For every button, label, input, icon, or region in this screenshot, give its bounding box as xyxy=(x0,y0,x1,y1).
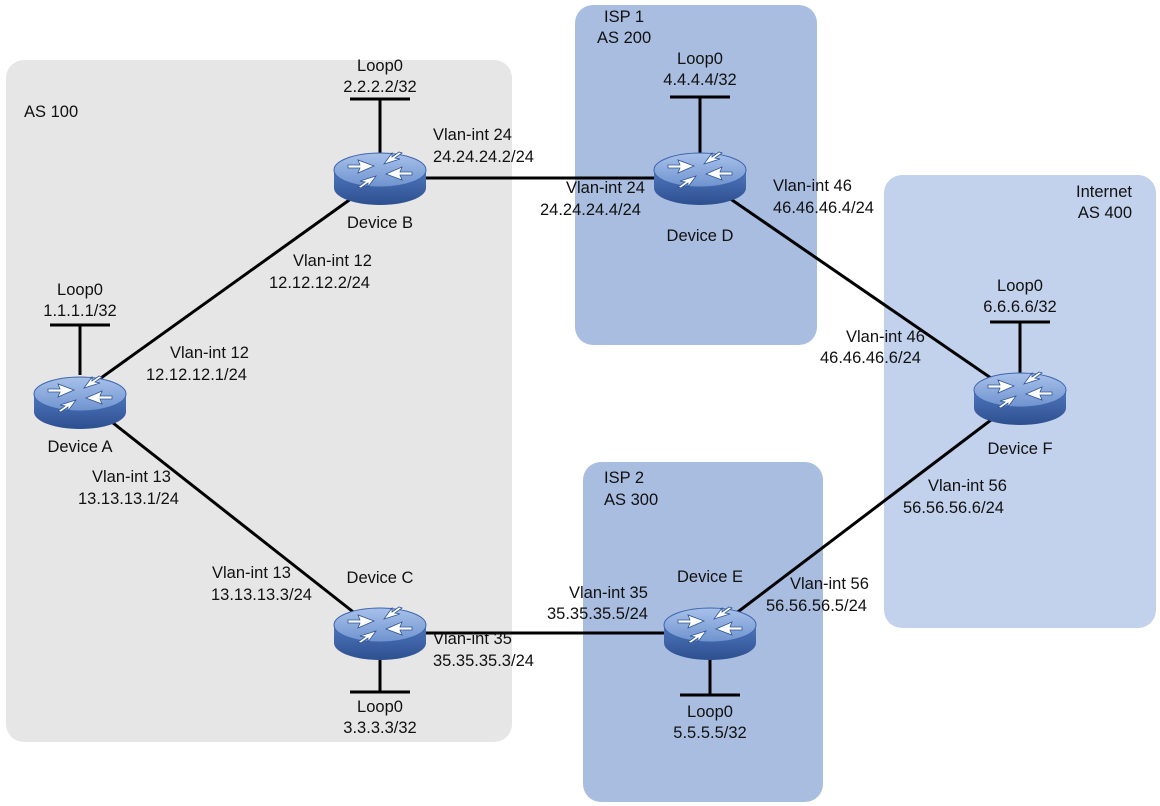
isp2-as-label: AS 300 xyxy=(604,491,659,509)
link-ce-c-ip: 35.35.35.3/24 xyxy=(433,652,534,670)
as100-label: AS 100 xyxy=(24,103,79,121)
link-ab-b-ip: 12.12.12.2/24 xyxy=(269,274,370,292)
link-bd-b-iface: Vlan-int 24 xyxy=(433,126,512,144)
link-ac-a-iface: Vlan-int 13 xyxy=(92,468,171,486)
link-df-f-ip: 46.46.46.6/24 xyxy=(820,349,921,367)
link-ef-f-iface: Vlan-int 56 xyxy=(928,477,1007,495)
link-ab-a-iface: Vlan-int 12 xyxy=(170,344,249,362)
device-b-loop-label: Loop0 xyxy=(357,57,403,75)
loopback-f xyxy=(990,320,1050,380)
link-ce-c-iface: Vlan-int 35 xyxy=(433,630,512,648)
device-c-loop-ip: 3.3.3.3/32 xyxy=(343,719,417,737)
device-e-loop-label: Loop0 xyxy=(687,703,733,721)
device-e-name: Device E xyxy=(676,568,744,586)
link-ef-e-ip: 56.56.56.5/24 xyxy=(766,597,867,615)
device-f-loop-label: Loop0 xyxy=(997,277,1043,295)
device-c-loop-label: Loop0 xyxy=(357,698,403,716)
link-ef-f-ip: 56.56.56.6/24 xyxy=(903,499,1004,517)
device-a-name: Device A xyxy=(47,438,113,456)
link-ab-b-iface: Vlan-int 12 xyxy=(293,252,372,270)
device-e-loop-ip: 5.5.5.5/32 xyxy=(673,724,747,742)
device-a-router-icon xyxy=(33,375,127,430)
device-b-loop-ip: 2.2.2.2/32 xyxy=(343,78,417,96)
device-e-router-icon xyxy=(663,606,757,661)
device-d-loop-label: Loop0 xyxy=(677,50,723,68)
device-f-router-icon xyxy=(973,371,1067,426)
internet-as-label: AS 400 xyxy=(1077,204,1132,222)
device-c-router-icon xyxy=(333,606,427,661)
device-b-router-icon xyxy=(333,151,427,206)
isp2-label: ISP 2 xyxy=(604,469,645,487)
device-d-loop-ip: 4.4.4.4/32 xyxy=(663,71,737,89)
device-b-name: Device B xyxy=(346,214,414,232)
link-df-f-iface: Vlan-int 46 xyxy=(846,328,925,346)
link-ac-c-ip: 13.13.13.3/24 xyxy=(211,586,312,604)
internet-label: Internet xyxy=(1076,183,1132,201)
link-a-c xyxy=(79,395,381,635)
device-a-loop-label: Loop0 xyxy=(57,281,103,299)
device-a-loop-ip: 1.1.1.1/32 xyxy=(43,302,117,320)
device-f-loop-ip: 6.6.6.6/32 xyxy=(983,298,1057,316)
device-c-name: Device C xyxy=(346,569,414,587)
isp1-as-label: AS 200 xyxy=(597,29,652,47)
link-ce-e-iface: Vlan-int 35 xyxy=(569,584,648,602)
link-df-d-ip: 46.46.46.4/24 xyxy=(773,199,874,217)
device-f-name: Device F xyxy=(987,440,1053,458)
loopback-a xyxy=(50,323,110,375)
link-d-f xyxy=(699,176,1021,400)
link-e-f xyxy=(709,396,1021,635)
isp1-label: ISP 1 xyxy=(604,8,645,26)
link-a-b xyxy=(79,176,381,395)
loopback-b xyxy=(350,97,410,160)
device-d-name: Device D xyxy=(666,227,734,245)
loopback-d xyxy=(670,95,730,160)
link-bd-b-ip: 24.24.24.2/24 xyxy=(433,148,534,166)
as100-area xyxy=(6,60,512,742)
link-ab-a-ip: 12.12.12.1/24 xyxy=(146,366,247,384)
link-ef-e-iface: Vlan-int 56 xyxy=(790,575,869,593)
link-bd-d-ip: 24.24.24.4/24 xyxy=(540,201,641,219)
link-ac-a-ip: 13.13.13.1/24 xyxy=(78,490,179,508)
link-df-d-iface: Vlan-int 46 xyxy=(773,177,852,195)
link-bd-d-iface: Vlan-int 24 xyxy=(566,179,645,197)
link-ce-e-ip: 35.35.35.5/24 xyxy=(547,605,648,623)
device-d-router-icon xyxy=(653,151,747,206)
link-ac-c-iface: Vlan-int 13 xyxy=(212,564,291,582)
